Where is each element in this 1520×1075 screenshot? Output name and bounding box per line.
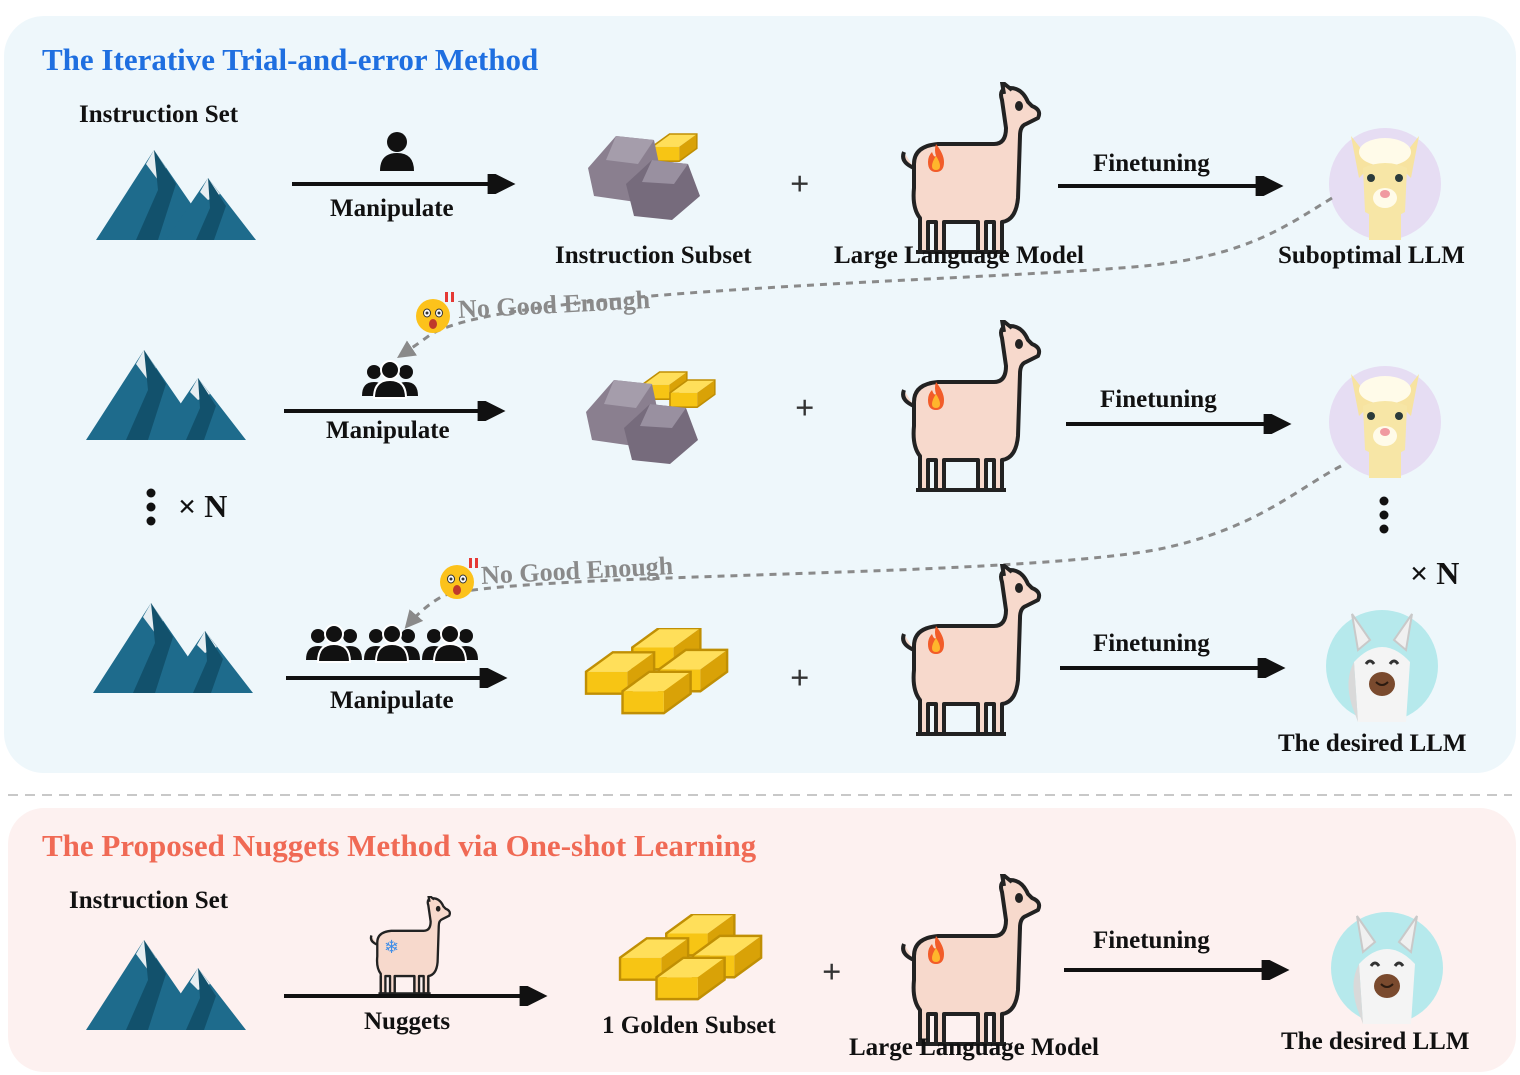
manipulate-arrow: [286, 668, 508, 688]
group-icon: [362, 360, 419, 399]
mountain-icon: [96, 150, 256, 240]
finetuning-arrow: [1066, 414, 1292, 434]
instruction-set-label: Instruction Set: [79, 101, 239, 128]
frozen-llama-icon: ❄: [369, 896, 452, 995]
finetuning-arrow: [1058, 176, 1284, 196]
plus-sign: +: [822, 954, 842, 991]
feedback-arrow-2: [404, 464, 1342, 629]
plus-sign: +: [790, 660, 810, 697]
times-n-label: × N: [178, 488, 228, 524]
top-panel: [4, 16, 1516, 773]
rocks-gold-icon: [586, 371, 716, 464]
manipulate-arrow: [292, 174, 516, 194]
finetuning-arrow: [1064, 960, 1290, 980]
desired-llm-label: The desired LLM: [1278, 730, 1467, 757]
nuggets-label: Nuggets: [364, 1008, 451, 1035]
manipulate-label: Manipulate: [330, 195, 454, 222]
manipulate-label: Manipulate: [326, 417, 450, 444]
ellipsis-icon: [1379, 496, 1389, 534]
instruction-subset-label: Instruction Subset: [555, 242, 752, 269]
llama-fire-icon: [901, 564, 1042, 736]
finetuning-label: Finetuning: [1093, 630, 1210, 657]
crowd-icon: [306, 624, 479, 663]
llm-label: Large Language Model: [834, 242, 1084, 269]
mountain-icon: [86, 350, 246, 440]
desired-llm-avatar: [1326, 610, 1438, 722]
manipulate-label: Manipulate: [330, 687, 454, 714]
gold-bars-icon: [584, 628, 734, 718]
finetuning-arrow: [1060, 658, 1286, 678]
llm-label: Large Language Model: [849, 1034, 1099, 1061]
feedback-arrow-1: [397, 196, 1333, 358]
finetuning-label: Finetuning: [1100, 386, 1217, 413]
mountain-icon: [86, 940, 246, 1030]
golden-subset-label: 1 Golden Subset: [602, 1012, 776, 1039]
finetuning-label: Finetuning: [1093, 150, 1210, 177]
mountain-icon: [93, 603, 253, 693]
desired-llm-label: The desired LLM: [1281, 1028, 1470, 1055]
instruction-set-label: Instruction Set: [69, 887, 229, 914]
top-title: The Iterative Trial-and-error Method: [42, 42, 539, 77]
ellipsis-icon: [146, 488, 156, 526]
shocked-emoji-icon: [415, 291, 455, 334]
shocked-emoji-icon: [439, 557, 479, 600]
desired-llm-avatar: [1331, 912, 1443, 1024]
section-divider: [8, 794, 1512, 796]
finetuning-label: Finetuning: [1093, 927, 1210, 954]
nuggets-arrow: [284, 986, 548, 1006]
plus-sign: +: [790, 166, 810, 203]
person-icon: [380, 132, 414, 171]
bottom-title: The Proposed Nuggets Method via One-shot…: [42, 828, 757, 863]
bottom-panel: [8, 808, 1516, 1072]
suboptimal-label: Suboptimal LLM: [1278, 242, 1465, 269]
times-n-label: × N: [1410, 555, 1460, 591]
llama-fire-icon: [901, 874, 1042, 1046]
gold-bars-icon: [618, 914, 768, 1004]
svg-text:❄: ❄: [384, 937, 399, 957]
plus-sign: +: [795, 390, 815, 427]
manipulate-arrow: [284, 401, 506, 421]
